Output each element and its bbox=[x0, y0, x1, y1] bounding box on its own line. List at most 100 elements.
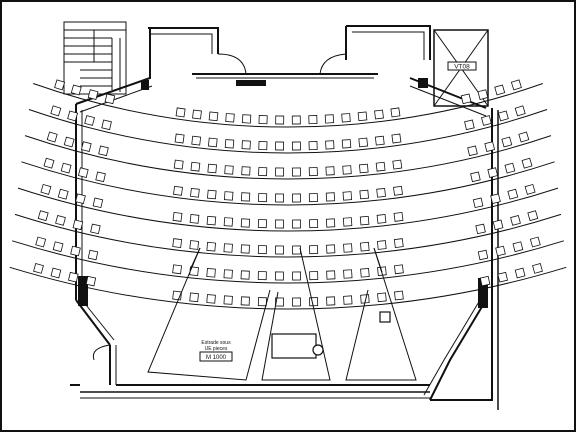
seat bbox=[240, 192, 251, 202]
stage-note-line2: UE pieces bbox=[205, 346, 228, 352]
seat bbox=[50, 267, 62, 279]
row-rail bbox=[28, 109, 548, 154]
seat bbox=[529, 236, 541, 248]
pillars bbox=[78, 78, 488, 308]
seat bbox=[224, 165, 234, 175]
seat bbox=[394, 290, 404, 301]
seat bbox=[223, 269, 233, 279]
seat bbox=[223, 191, 234, 201]
sightline-cones bbox=[147, 247, 417, 381]
seat bbox=[172, 264, 183, 275]
seat bbox=[189, 214, 200, 224]
seat bbox=[326, 270, 336, 280]
seat bbox=[191, 135, 202, 146]
seat bbox=[240, 270, 250, 280]
seat bbox=[460, 93, 472, 105]
seat bbox=[275, 193, 284, 203]
seat bbox=[490, 193, 501, 205]
seat bbox=[257, 219, 267, 229]
seat bbox=[309, 297, 319, 307]
seat bbox=[359, 163, 369, 174]
stage-box bbox=[199, 351, 233, 362]
row-rail bbox=[12, 240, 564, 284]
seat bbox=[54, 79, 66, 91]
seat bbox=[292, 297, 301, 307]
seat bbox=[55, 215, 66, 226]
seat bbox=[481, 115, 492, 126]
seat bbox=[190, 161, 201, 172]
seat bbox=[174, 133, 185, 144]
stage-note-line1: Estrade sous bbox=[201, 340, 231, 346]
seating-area bbox=[33, 79, 543, 307]
seat bbox=[292, 219, 301, 229]
seat bbox=[275, 167, 285, 177]
seat bbox=[258, 193, 268, 203]
seat bbox=[206, 268, 216, 278]
seat bbox=[359, 215, 370, 226]
seat bbox=[46, 131, 58, 143]
seat bbox=[360, 241, 370, 252]
seating-row-rails bbox=[9, 83, 567, 310]
seat bbox=[95, 171, 106, 183]
seat bbox=[68, 271, 79, 283]
seat bbox=[512, 241, 524, 253]
seat bbox=[72, 219, 84, 231]
seat bbox=[223, 295, 233, 305]
seat bbox=[524, 183, 536, 195]
seat bbox=[487, 167, 499, 178]
seat bbox=[374, 109, 384, 120]
seat bbox=[291, 141, 301, 151]
seat bbox=[393, 264, 404, 275]
seat bbox=[360, 268, 370, 278]
seat bbox=[341, 139, 352, 149]
seat bbox=[87, 89, 99, 100]
seat bbox=[324, 114, 335, 124]
seat bbox=[325, 140, 335, 150]
seat bbox=[475, 223, 486, 235]
row-rail bbox=[17, 187, 559, 232]
seat bbox=[326, 296, 336, 306]
seat bbox=[70, 245, 81, 257]
seat bbox=[510, 215, 521, 226]
seat bbox=[325, 192, 336, 202]
seat bbox=[33, 262, 44, 274]
seat bbox=[257, 245, 267, 255]
seat bbox=[391, 133, 402, 144]
seat bbox=[291, 167, 301, 177]
seat bbox=[477, 89, 489, 100]
seat bbox=[85, 275, 97, 287]
seat bbox=[206, 215, 217, 226]
seat bbox=[275, 141, 285, 151]
seat bbox=[357, 111, 368, 122]
seat bbox=[375, 161, 386, 172]
seat bbox=[207, 189, 217, 200]
seat bbox=[510, 79, 522, 91]
seat bbox=[77, 167, 89, 178]
seat bbox=[87, 249, 99, 261]
seat bbox=[342, 191, 353, 201]
seat bbox=[40, 183, 52, 195]
seat bbox=[308, 141, 318, 151]
seat bbox=[309, 219, 319, 229]
seat bbox=[101, 119, 112, 131]
seat bbox=[393, 185, 403, 196]
seat bbox=[274, 271, 284, 281]
seat bbox=[84, 115, 95, 126]
seat bbox=[258, 141, 268, 151]
seat bbox=[492, 219, 504, 231]
seat bbox=[325, 166, 335, 176]
seat bbox=[376, 214, 387, 224]
seat bbox=[376, 240, 387, 250]
seat bbox=[470, 171, 481, 183]
row-rail bbox=[33, 83, 543, 128]
seat bbox=[241, 166, 251, 176]
seat bbox=[43, 157, 55, 169]
seat bbox=[275, 219, 284, 229]
seat bbox=[342, 165, 352, 175]
seat bbox=[37, 210, 49, 222]
seat bbox=[393, 238, 404, 249]
seat bbox=[308, 167, 318, 177]
seat bbox=[35, 236, 47, 248]
seat bbox=[240, 244, 250, 254]
seat bbox=[358, 137, 369, 148]
